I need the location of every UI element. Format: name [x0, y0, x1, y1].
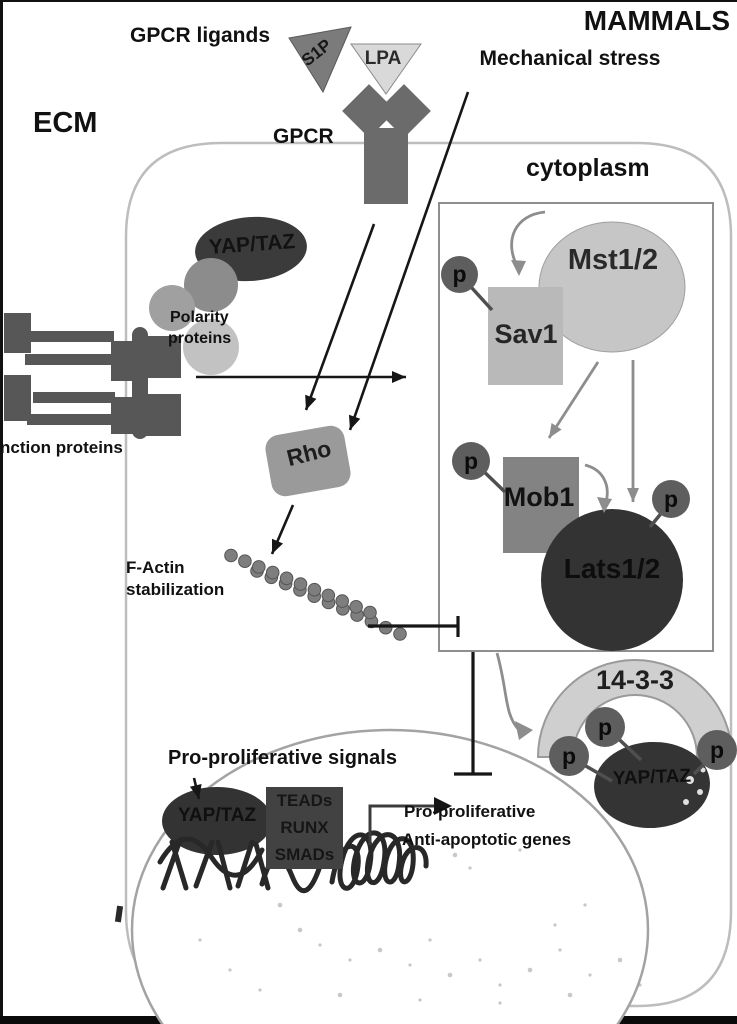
nucleus-speckles — [198, 848, 642, 1005]
gpcr-to-rho-arrow — [304, 223, 376, 411]
target-genes-label: Pro-proliferative — [404, 802, 536, 821]
junction-proteins-complex — [4, 313, 181, 439]
ink-smudge — [114, 905, 124, 923]
sav1-label: Sav1 — [494, 319, 558, 349]
phospho-badge: p — [441, 256, 478, 293]
phospho-badge: p — [549, 736, 589, 776]
arrowhead — [305, 394, 317, 410]
dna-squiggle — [157, 830, 429, 894]
f-actin-filament — [224, 548, 407, 641]
transcription-arrow — [368, 804, 440, 845]
lpa-label: LPA — [364, 48, 402, 69]
gpcr-ligands-label: GPCR ligands — [130, 24, 271, 47]
yap-taz-sequestered-label: YAP/TAZ — [612, 765, 692, 790]
polarity-proteins-label: proteins — [168, 330, 232, 347]
mechanical-stress-label: Mechanical stress — [479, 47, 661, 70]
mst-label: Mst1/2 — [567, 244, 659, 276]
polarity-protein-circle — [149, 285, 195, 331]
cytoplasm-label: cytoplasm — [526, 154, 650, 182]
mechanical-stress-arrow — [348, 91, 470, 431]
target-genes-label: Anti-apoptotic genes — [402, 830, 572, 849]
arrowhead — [549, 422, 562, 438]
autoactivation-arrow — [510, 210, 546, 267]
lats-circle — [541, 509, 683, 651]
arrowhead — [627, 488, 639, 502]
degradation-speckles — [683, 767, 706, 805]
yap-taz-nuclear-label: YAP/TAZ — [177, 805, 257, 826]
hippo-core-box — [438, 202, 714, 652]
transcription-factors-box: TEADs RUNX SMADs — [266, 787, 343, 869]
gpcr-receptor-shape — [342, 84, 431, 204]
gpcr-label: GPCR — [273, 125, 334, 148]
core-inhibits-nuclear-yap-tbar — [454, 652, 492, 776]
phospho-badge: p — [452, 442, 490, 480]
phospho-badge: p — [697, 730, 737, 770]
arrowhead — [189, 783, 202, 799]
runx-label: RUNX — [280, 818, 329, 837]
mob1-label: Mob1 — [503, 482, 575, 512]
mst-to-mob-arrow — [547, 361, 600, 439]
arrowhead — [515, 721, 533, 740]
ecm-label: ECM — [33, 107, 98, 139]
f-actin-label: F-Actin — [126, 558, 185, 577]
polarity-proteins-label: Polarity — [170, 309, 229, 326]
cell-membrane-outline — [124, 141, 733, 1008]
arrowhead — [511, 260, 526, 276]
arrowhead — [392, 371, 406, 383]
frame-border-left — [0, 0, 3, 1016]
phospho-badge: p — [585, 707, 625, 747]
teads-label: TEADs — [276, 791, 333, 810]
arrowhead — [597, 497, 612, 513]
factin-inhibits-core-tbar — [368, 616, 460, 637]
rho-rect — [265, 425, 351, 497]
polarity-protein-circle — [184, 258, 238, 312]
arrowhead — [272, 538, 284, 554]
box-to-sequestration-arrow — [495, 652, 521, 731]
lpa-ligand-triangle — [350, 43, 422, 95]
yap-taz-sequestered-blob — [594, 741, 710, 829]
arrowhead — [434, 797, 452, 815]
smads-label: SMADs — [274, 845, 335, 864]
polarity-protein-circle — [183, 319, 239, 375]
lats-label: Lats1/2 — [563, 553, 661, 584]
arrowhead — [348, 414, 361, 430]
sav1-rect — [488, 287, 563, 385]
fourteen-three-three-label: 14-3-3 — [595, 665, 675, 695]
junction-proteins-label: nction proteins — [0, 438, 123, 457]
frame-border-top — [0, 0, 737, 2]
s1p-ligand-triangle — [288, 26, 352, 94]
f-actin-label: stabilization — [126, 580, 225, 599]
pro-proliferative-signals-label: Pro-proliferative signals — [168, 747, 397, 769]
region-title: MAMMALS — [583, 5, 730, 36]
phospho-badge: p — [652, 480, 690, 518]
